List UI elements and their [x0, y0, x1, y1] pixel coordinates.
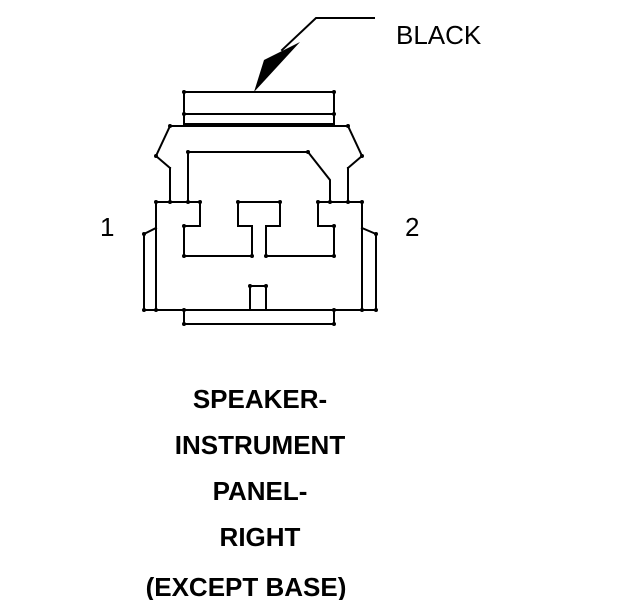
- title-line-2: INSTRUMENT: [175, 430, 346, 460]
- color-label: BLACK: [396, 20, 482, 50]
- right-shoulder: [346, 124, 364, 170]
- left-shoulder: [154, 124, 172, 170]
- title-line-1: SPEAKER-: [193, 384, 327, 414]
- pin-label-2: 2: [405, 212, 419, 242]
- right-cavity: [265, 201, 363, 257]
- pin-label-1: 1: [100, 212, 114, 242]
- leader-arrow: [254, 17, 375, 92]
- latch-line: [187, 151, 331, 203]
- connector-body: [142, 90, 378, 326]
- center-key: [237, 201, 281, 257]
- title-line-4: RIGHT: [220, 522, 301, 552]
- connector-bottom-cap: [183, 309, 335, 325]
- arrowhead-icon: [254, 42, 300, 92]
- left-rail: [143, 226, 158, 311]
- left-cavity: [155, 201, 253, 257]
- vertex-dots: [142, 90, 378, 326]
- right-rail: [360, 226, 377, 311]
- connector-top-cap: [183, 91, 335, 115]
- title-line-5: (EXCEPT BASE): [146, 572, 347, 600]
- leader-line: [280, 17, 375, 52]
- title-line-3: PANEL-: [213, 476, 308, 506]
- bottom-notch: [155, 285, 363, 311]
